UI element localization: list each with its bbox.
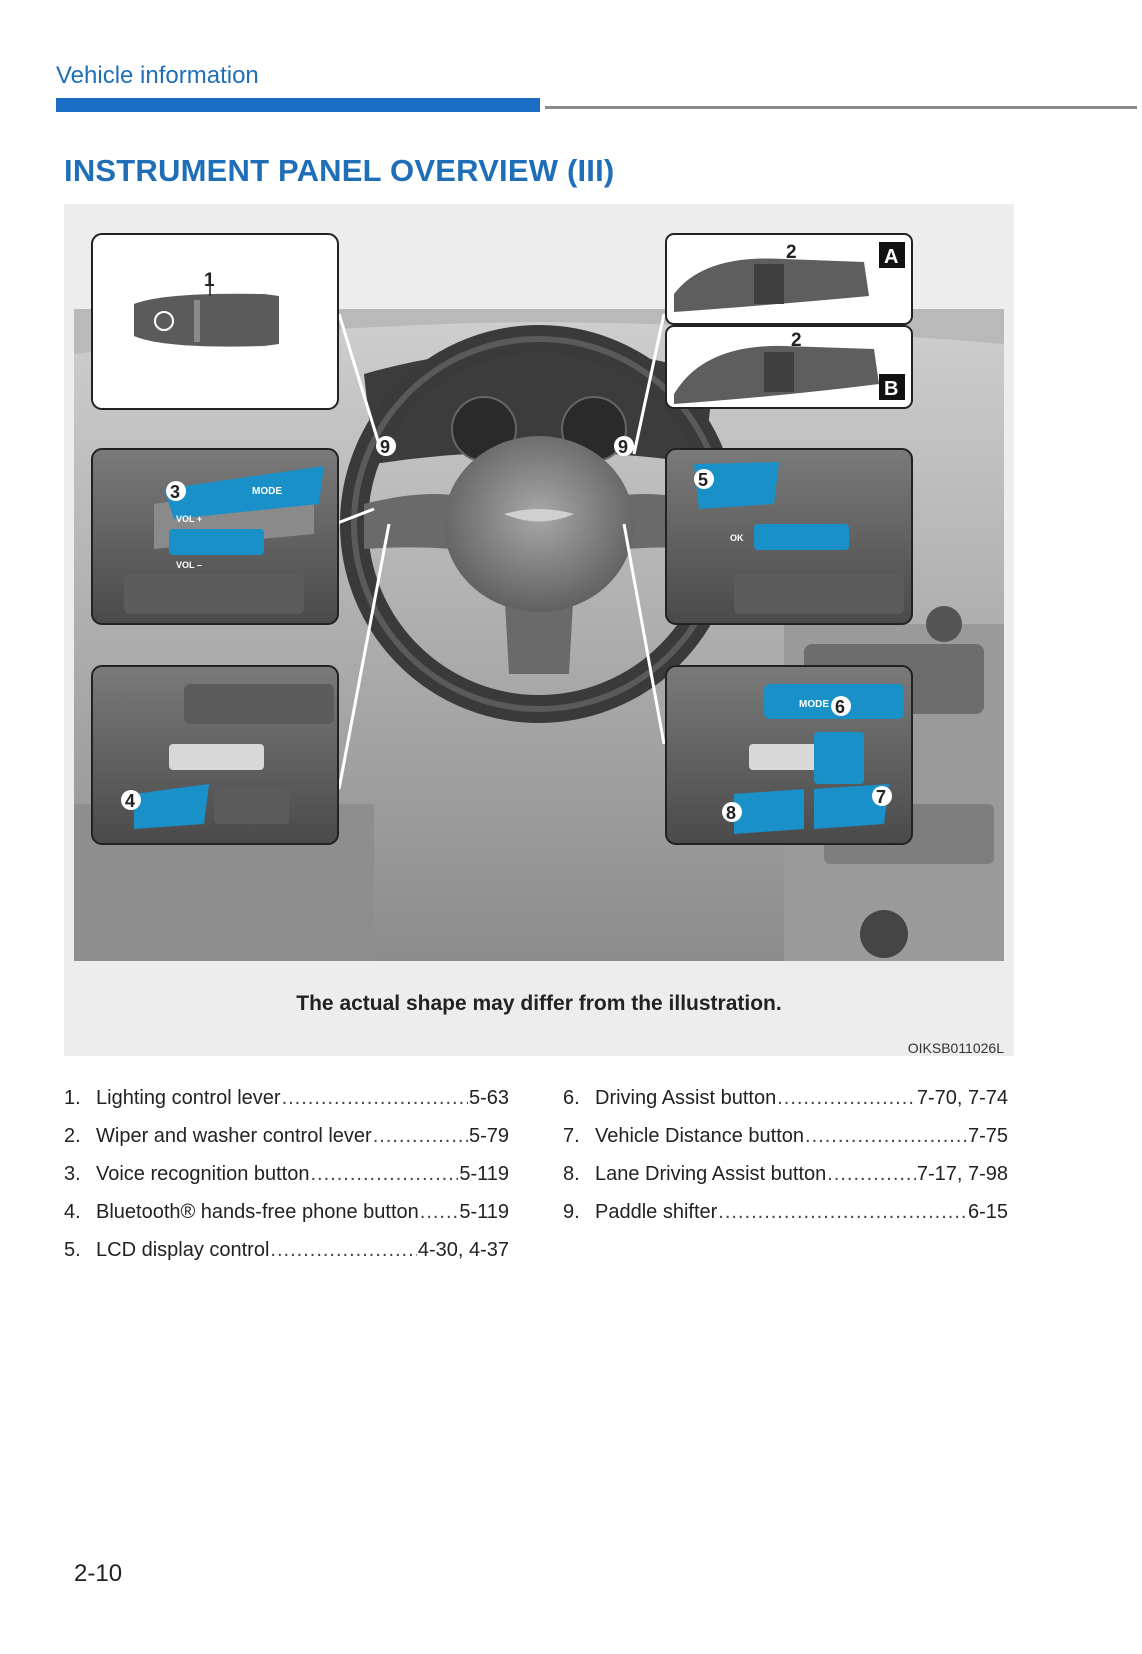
item-page-ref: 5-119 — [459, 1201, 509, 1223]
instrument-panel-figure: 1 2 2 3 4 5 6 7 8 9 9 A B MODE VOL + VOL… — [64, 204, 1014, 1056]
leader-dots — [777, 1087, 916, 1110]
header-accent-bar — [56, 98, 540, 112]
legend-list-left: 1. Lighting control lever 5-63 2. Wiper and… — [64, 1087, 509, 1277]
legend-item: 9. Paddle shifter 6-15 — [563, 1201, 1008, 1239]
mode-label-right: MODE — [799, 699, 829, 710]
legend-item: 4. Bluetooth® hands-free phone button 5-11… — [64, 1201, 509, 1239]
inset-label-b: B — [884, 378, 898, 400]
page-title: INSTRUMENT PANEL OVERVIEW (III) — [64, 153, 615, 188]
steering-wheel-illustration: 1 2 2 3 4 5 6 7 8 9 9 A B MODE VOL + VOL… — [64, 204, 1014, 964]
item-number: 3. — [64, 1163, 81, 1185]
item-page-ref: 7-17, 7-98 — [916, 1163, 1008, 1185]
callout-4: 4 — [125, 791, 135, 811]
section-header: Vehicle information — [56, 62, 259, 89]
item-page-ref: 7-70, 7-74 — [916, 1087, 1008, 1109]
callout-2b: 2 — [791, 330, 802, 351]
callout-9a: 9 — [380, 437, 390, 457]
item-page-ref: 6-15 — [967, 1201, 1008, 1223]
leader-dots — [282, 1087, 468, 1110]
item-label: Vehicle Distance button — [595, 1125, 805, 1147]
item-number: 1. — [64, 1087, 81, 1109]
inset-driving-assist-switch — [665, 665, 913, 845]
item-number: 2. — [64, 1125, 81, 1147]
item-page-ref: 4-30, 4-37 — [417, 1239, 509, 1261]
vol-plus-label: VOL + — [176, 514, 202, 524]
callout-1: 1 — [204, 270, 215, 291]
leader-dots — [270, 1239, 416, 1262]
inset-wiper-lever-a — [665, 233, 913, 325]
callout-3: 3 — [170, 482, 180, 502]
item-number: 8. — [563, 1163, 580, 1185]
page-number: 2-10 — [74, 1560, 123, 1587]
header-rule — [545, 106, 1137, 109]
item-number: 4. — [64, 1201, 81, 1223]
callout-6: 6 — [835, 697, 845, 717]
item-page-ref: 5-119 — [459, 1163, 509, 1185]
legend-item: 2. Wiper and washer control lever 5-79 — [64, 1125, 509, 1163]
legend-item: 5. LCD display control 4-30, 4-37 — [64, 1239, 509, 1277]
legend-item: 6. Driving Assist button 7-70, 7-74 — [563, 1087, 1008, 1125]
figure-caption: The actual shape may differ from the ill… — [296, 992, 782, 1015]
item-page-ref: 5-79 — [468, 1125, 509, 1147]
inset-lcd-switch — [665, 448, 913, 625]
item-page-ref: 7-75 — [967, 1125, 1008, 1147]
callout-5: 5 — [698, 470, 708, 490]
vol-minus-label: VOL – — [176, 560, 202, 570]
figure-id: OIKSB011026L — [907, 1040, 1004, 1056]
ok-label: OK — [730, 533, 744, 543]
item-label: Wiper and washer control lever — [96, 1125, 372, 1147]
item-label: LCD display control — [96, 1239, 270, 1261]
callout-2a: 2 — [786, 242, 797, 263]
item-number: 5. — [64, 1239, 81, 1261]
item-label: Lane Driving Assist button — [595, 1163, 827, 1185]
item-label: Driving Assist button — [595, 1087, 777, 1109]
item-label: Voice recognition button — [96, 1163, 310, 1185]
legend-list-right: 6. Driving Assist button 7-70, 7-74 7. Vehi… — [563, 1087, 1008, 1239]
item-number: 9. — [563, 1201, 580, 1223]
callout-8: 8 — [726, 803, 736, 823]
legend-item: 7. Vehicle Distance button 7-75 — [563, 1125, 1008, 1163]
inset-voice-switch — [91, 448, 339, 625]
inset-phone-switch — [91, 665, 339, 845]
inset-lighting-lever — [91, 233, 339, 410]
item-page-ref: 5-63 — [468, 1087, 509, 1109]
item-label: Paddle shifter — [595, 1201, 718, 1223]
leader-dots — [311, 1163, 459, 1186]
leader-dots — [420, 1201, 459, 1224]
inset-wiper-lever-b — [665, 325, 913, 409]
callout-9b: 9 — [618, 437, 628, 457]
leader-dots — [805, 1125, 967, 1148]
item-number: 6. — [563, 1087, 580, 1109]
item-label: Lighting control lever — [96, 1087, 281, 1109]
legend-item: 8. Lane Driving Assist button 7-17, 7-98 — [563, 1163, 1008, 1201]
legend-item: 3. Voice recognition button 5-119 — [64, 1163, 509, 1201]
mode-label-left: MODE — [252, 486, 282, 497]
leader-dots — [718, 1201, 967, 1224]
item-number: 7. — [563, 1125, 580, 1147]
item-label: Bluetooth® hands-free phone button — [96, 1201, 419, 1223]
leader-dots — [827, 1163, 916, 1186]
inset-label-a: A — [884, 246, 898, 268]
legend-item: 1. Lighting control lever 5-63 — [64, 1087, 509, 1125]
callout-7: 7 — [876, 787, 886, 807]
leader-dots — [373, 1125, 468, 1148]
